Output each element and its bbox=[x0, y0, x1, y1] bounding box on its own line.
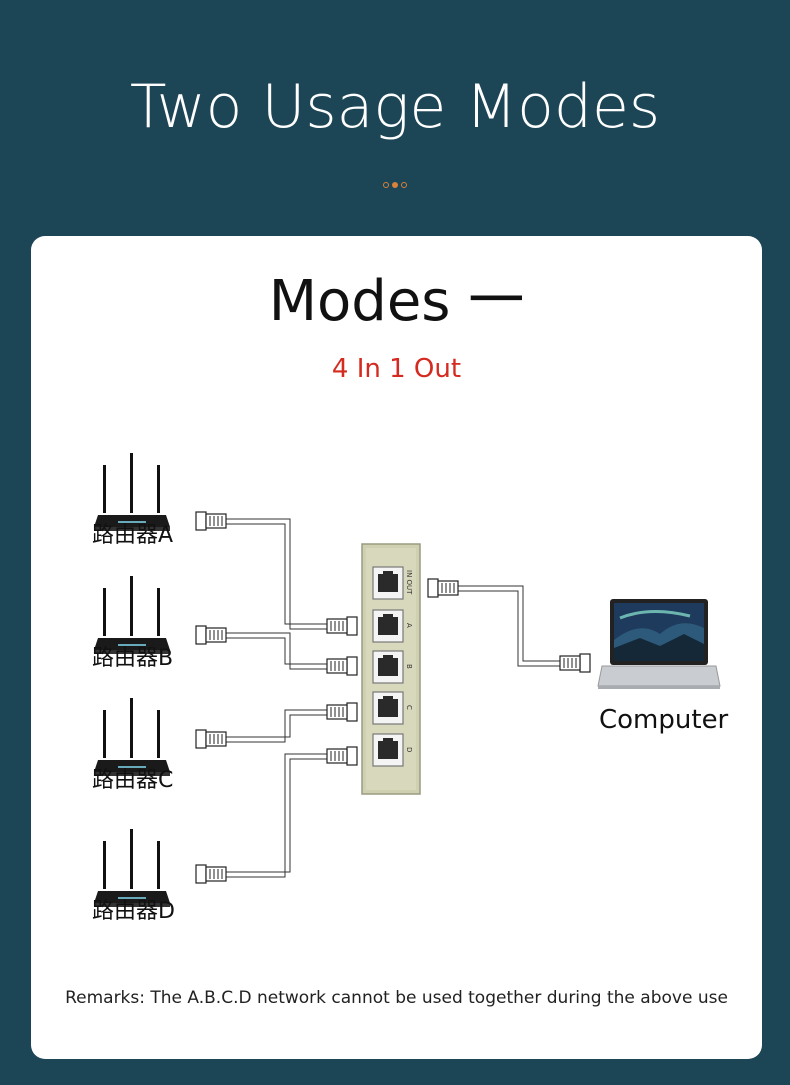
cable-plug-icon bbox=[195, 625, 227, 645]
pager-dot-3 bbox=[401, 182, 407, 188]
port-label-b: B bbox=[405, 664, 413, 669]
pager-dots bbox=[383, 182, 407, 188]
switch-port-b bbox=[372, 650, 404, 684]
remarks-text: Remarks: The A.B.C.D network cannot be u… bbox=[65, 988, 728, 1008]
router-a-icon bbox=[94, 453, 170, 531]
cable-plug-icon bbox=[326, 746, 358, 766]
port-label-a: A bbox=[405, 623, 413, 628]
cable-plug-icon bbox=[195, 864, 227, 884]
router-c-label: 路由器C bbox=[92, 768, 173, 793]
switch-port-in-out bbox=[372, 566, 404, 600]
computer-label: Computer bbox=[599, 705, 729, 735]
port-label-c: C bbox=[405, 705, 413, 710]
switch-port-c bbox=[372, 691, 404, 725]
cable-plug-icon bbox=[195, 511, 227, 531]
switch-port-a bbox=[372, 609, 404, 643]
router-b-label: 路由器B bbox=[92, 646, 173, 671]
pager-dot-1 bbox=[383, 182, 389, 188]
cable-plug-icon bbox=[559, 653, 591, 673]
router-c-icon bbox=[94, 698, 170, 776]
cable-plug-icon bbox=[326, 616, 358, 636]
cable-plug-icon bbox=[326, 702, 358, 722]
cable-plug-icon bbox=[427, 578, 459, 598]
port-label-in-out: IN OUT bbox=[405, 570, 413, 595]
mode-title: Modes 一 bbox=[268, 269, 525, 334]
router-d-label: 路由器D bbox=[92, 899, 175, 924]
port-label-d: D bbox=[405, 747, 413, 752]
network-switch: IN OUT A B C D bbox=[361, 543, 421, 795]
page-title: Two Usage Modes bbox=[129, 72, 661, 142]
cable-plug-icon bbox=[326, 656, 358, 676]
cable-plug-icon bbox=[195, 729, 227, 749]
switch-port-d bbox=[372, 733, 404, 767]
router-a-label: 路由器A bbox=[92, 523, 173, 548]
pager-dot-2 bbox=[392, 182, 398, 188]
laptop-icon bbox=[597, 599, 721, 689]
router-b-icon bbox=[94, 576, 170, 654]
mode-subtitle: 4 In 1 Out bbox=[331, 354, 462, 384]
router-d-icon bbox=[94, 829, 170, 907]
